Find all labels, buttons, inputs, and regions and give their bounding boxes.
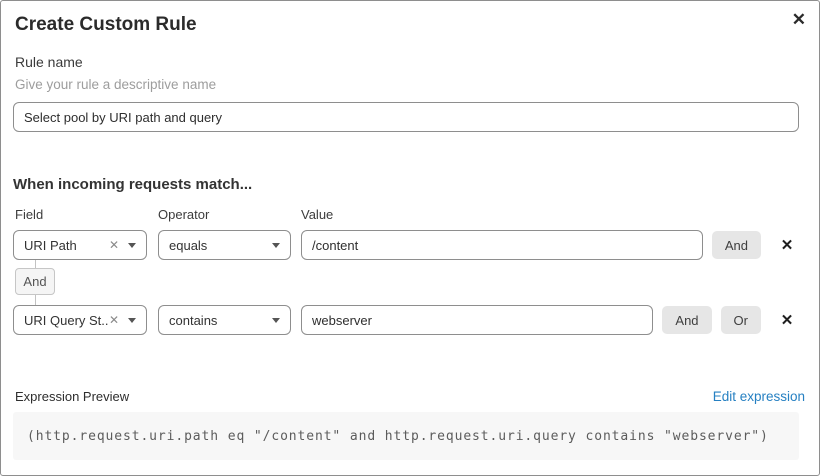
operator-select[interactable]: equals — [158, 230, 291, 260]
operator-select[interactable]: contains — [158, 305, 291, 335]
connector-line — [34, 260, 36, 268]
field-select-value: URI Query St... — [24, 312, 109, 328]
field-column-label: Field — [15, 207, 44, 222]
or-button[interactable]: Or — [720, 306, 761, 334]
rule-name-input[interactable] — [13, 102, 799, 132]
chevron-down-icon — [272, 242, 280, 248]
page-title: Create Custom Rule — [15, 14, 197, 35]
field-select-value: URI Path — [24, 237, 77, 253]
expression-code: (http.request.uri.path eq "/content" and… — [27, 428, 769, 444]
condition-connector: And — [15, 260, 55, 305]
delete-row-icon[interactable]: ✕ — [780, 312, 794, 329]
rule-name-helper-text: Give your rule a descriptive name — [15, 77, 217, 92]
value-input[interactable] — [301, 230, 703, 260]
clear-field-icon[interactable]: ✕ — [108, 238, 119, 252]
operator-select-value: equals — [169, 237, 208, 253]
rule-name-label: Rule name — [15, 54, 83, 70]
value-column-label: Value — [301, 207, 334, 222]
expression-preview-label: Expression Preview — [15, 389, 130, 404]
chevron-down-icon — [128, 242, 136, 248]
expression-code-block: (http.request.uri.path eq "/content" and… — [13, 412, 799, 460]
expression-preview-header: Expression Preview Edit expression — [15, 388, 805, 405]
condition-row: URI Query St... ✕ contains And Or ✕ — [13, 305, 799, 335]
edit-expression-link[interactable]: Edit expression — [712, 389, 805, 404]
field-select[interactable]: URI Query St... ✕ — [13, 305, 147, 335]
clear-field-icon[interactable]: ✕ — [108, 313, 119, 327]
and-button[interactable]: And — [662, 306, 712, 334]
and-button[interactable]: And — [711, 231, 761, 259]
match-heading: When incoming requests match... — [13, 176, 253, 193]
field-select[interactable]: URI Path ✕ — [13, 230, 147, 260]
connector-line — [34, 295, 36, 305]
condition-column-labels: Field Operator Value — [13, 207, 799, 223]
close-icon[interactable]: ✕ — [791, 10, 806, 29]
value-input[interactable] — [301, 305, 654, 335]
operator-column-label: Operator — [158, 207, 210, 222]
chevron-down-icon — [272, 317, 280, 323]
delete-row-icon[interactable]: ✕ — [780, 237, 794, 254]
connector-and-badge: And — [15, 268, 55, 295]
condition-row: URI Path ✕ equals And ✕ — [13, 230, 799, 260]
operator-select-value: contains — [169, 312, 218, 328]
chevron-down-icon — [128, 317, 136, 323]
